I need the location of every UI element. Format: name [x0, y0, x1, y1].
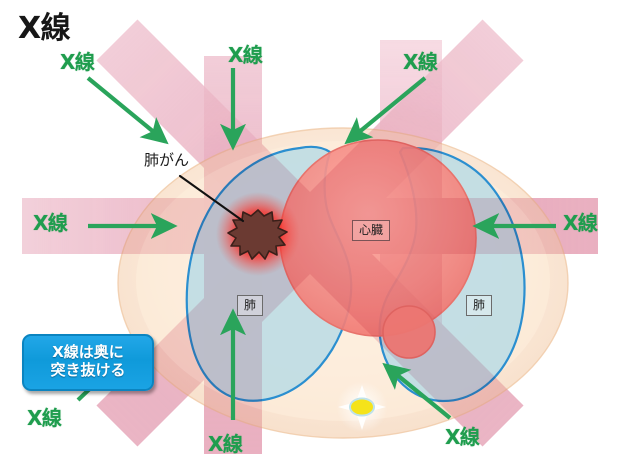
lung-left-label: 肺	[237, 295, 264, 316]
xray-penetration-callout: X線は奥に 突き抜ける	[22, 334, 154, 391]
tumor-spiculated-mass	[227, 209, 288, 260]
ray-label-bottom-right: X線	[445, 425, 480, 449]
spine-marker	[336, 381, 388, 433]
ray-label-top-left: X線	[60, 50, 95, 74]
ray-label-top-right: X線	[403, 50, 438, 74]
ray-label-bottom-left: X線	[27, 406, 62, 430]
lung-right-label: 肺	[466, 295, 493, 316]
page-title: X線	[18, 11, 71, 46]
callout-line-2: 突き抜ける	[50, 361, 126, 380]
lung-cancer-tumor	[216, 192, 300, 276]
ray-label-right: X線	[563, 211, 598, 235]
arrow-top-right-diagonal	[344, 76, 427, 145]
spine-dot	[349, 397, 375, 417]
arrow-bottom-right-diagonal	[382, 362, 452, 420]
cancer-pointer-line	[178, 174, 245, 223]
arrow-top-left-diagonal	[86, 76, 169, 145]
ray-label-bottom-center: X線	[208, 432, 243, 456]
heart-label: 心臓	[352, 220, 391, 241]
body-outline	[117, 127, 569, 439]
xray-beam-overlay	[22, 19, 598, 454]
lung-cancer-label: 肺がん	[144, 151, 190, 169]
ray-label-left: X線	[33, 211, 68, 235]
callout-line-1: X線は奥に	[52, 343, 124, 361]
ray-label-top-center: X線	[228, 43, 263, 67]
